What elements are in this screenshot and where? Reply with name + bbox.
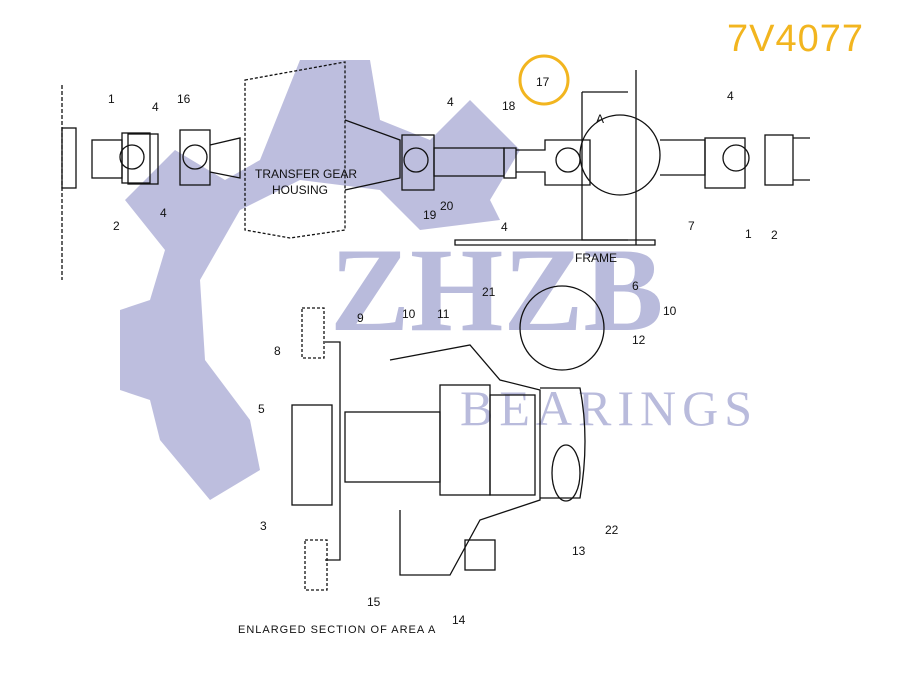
svg-text:20: 20 (440, 199, 454, 213)
svg-text:22: 22 (605, 523, 619, 537)
svg-text:1: 1 (108, 92, 115, 106)
svg-text:1: 1 (745, 227, 752, 241)
housing-label-1: TRANSFER GEAR (255, 167, 357, 181)
svg-text:8: 8 (274, 344, 281, 358)
svg-text:19: 19 (423, 208, 437, 222)
section-view (291, 285, 605, 591)
watermark-sub: BEARINGS (460, 380, 758, 436)
svg-text:4: 4 (152, 100, 159, 114)
svg-text:13: 13 (572, 544, 586, 558)
svg-text:12: 12 (632, 333, 646, 347)
watermark-brand: ZHZB (330, 223, 663, 356)
svg-text:7: 7 (688, 219, 695, 233)
svg-text:18: 18 (502, 99, 516, 113)
housing-label-2: HOUSING (272, 183, 328, 197)
area-label: A (596, 112, 604, 126)
svg-text:15: 15 (367, 595, 381, 609)
svg-text:5: 5 (258, 402, 265, 416)
svg-text:9: 9 (357, 311, 364, 325)
svg-text:10: 10 (663, 304, 677, 318)
frame-label: FRAME (575, 251, 617, 265)
watermark-gear-icon (120, 60, 520, 500)
svg-text:2: 2 (113, 219, 120, 233)
svg-text:4: 4 (160, 206, 167, 220)
svg-text:2: 2 (771, 228, 778, 242)
driveshaft-top-view (61, 61, 810, 280)
svg-text:11: 11 (437, 307, 450, 321)
svg-text:16: 16 (177, 92, 191, 106)
svg-text:3: 3 (260, 519, 267, 533)
svg-text:6: 6 (632, 279, 639, 293)
section-caption: ENLARGED SECTION OF AREA A (238, 624, 436, 636)
callout-17: 17 (536, 75, 550, 89)
highlight-circle (518, 54, 570, 106)
svg-text:10: 10 (402, 307, 416, 321)
svg-text:4: 4 (447, 95, 454, 109)
svg-text:14: 14 (452, 613, 466, 627)
svg-text:21: 21 (482, 285, 496, 299)
svg-text:4: 4 (501, 220, 508, 234)
section-callouts: 8 5 3 9 10 11 21 10 12 22 13 14 15 (258, 285, 677, 627)
part-number: 7V4077 (727, 18, 865, 60)
svg-text:4: 4 (727, 89, 734, 103)
top-callouts: 1 2 4 16 4 4 19 20 18 4 6 7 4 1 2 (108, 89, 778, 293)
